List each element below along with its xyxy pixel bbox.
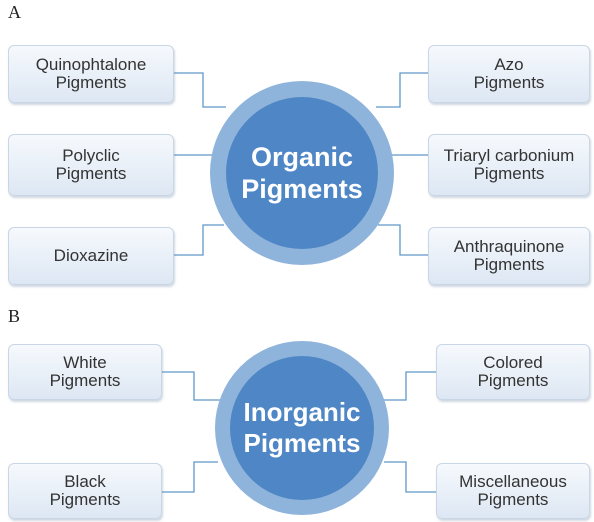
- connector-colored: [380, 371, 436, 401]
- connector-miscellaneous: [384, 461, 436, 493]
- node-white: White Pigments: [8, 344, 162, 400]
- panel-label-b: B: [8, 306, 21, 326]
- hub-inorganic-label: Inorganic Pigments: [230, 356, 374, 500]
- panel-label-a: A: [8, 2, 21, 22]
- connector-anthraquinone: [378, 224, 428, 256]
- node-miscellaneous: Miscellaneous Pigments: [436, 463, 590, 519]
- node-dioxazine: Dioxazine: [8, 227, 174, 285]
- connector-white: [162, 371, 222, 401]
- node-quinophtalone: Quinophtalone Pigments: [8, 45, 174, 103]
- node-colored: Colored Pigments: [436, 344, 590, 400]
- node-anthraquinone: Anthraquinone Pigments: [428, 227, 590, 285]
- node-azo: Azo Pigments: [428, 45, 590, 103]
- connector-quinophtalone: [174, 72, 226, 108]
- node-black: Black Pigments: [8, 463, 162, 519]
- connector-black: [162, 461, 218, 493]
- node-triaryl-carbonium: Triaryl carbonium Pigments: [428, 134, 590, 196]
- connector-azo: [376, 72, 428, 108]
- connector-dioxazine: [174, 224, 224, 256]
- hub-organic-label: Organic Pigments: [226, 97, 378, 249]
- node-polyclic: Polyclic Pigments: [8, 134, 174, 196]
